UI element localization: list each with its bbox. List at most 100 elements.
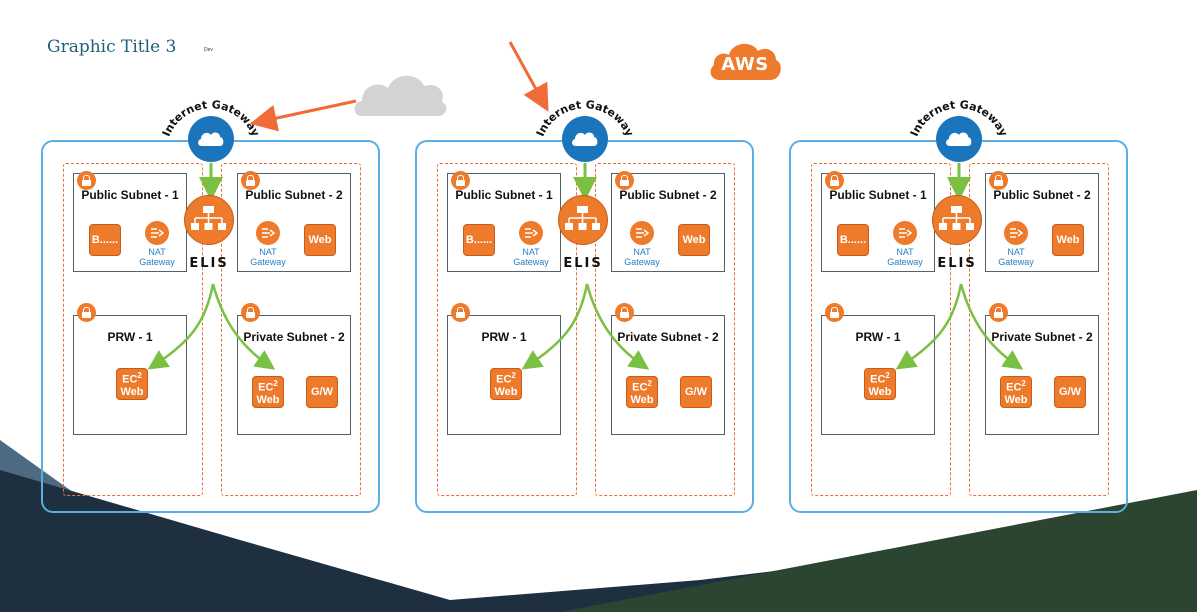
bg-shape-dark-green bbox=[560, 490, 1197, 612]
nat-gateway-icon bbox=[893, 221, 917, 245]
lock-icon bbox=[825, 303, 844, 322]
ec2-label: EC bbox=[870, 373, 886, 386]
web-instance: Web bbox=[678, 224, 710, 256]
nat-gateway-icon bbox=[630, 221, 654, 245]
lock-icon bbox=[77, 303, 96, 322]
nat-gateway-icon bbox=[256, 221, 280, 245]
ec2-label: EC bbox=[1006, 381, 1022, 394]
region-2: Internet Gateway Public Subnet - 1 B....… bbox=[415, 96, 770, 518]
backend-instance: B...... bbox=[837, 224, 869, 256]
region-1: Internet Gateway Public Subnet - 1 B....… bbox=[41, 96, 396, 518]
nat-label: NAT bbox=[1007, 247, 1025, 257]
gateway-label: Gateway bbox=[624, 257, 660, 267]
web-label: Web bbox=[120, 385, 144, 398]
cloud-icon bbox=[946, 132, 972, 146]
nat-gateway-icon bbox=[519, 221, 543, 245]
nat-label: NAT bbox=[522, 247, 540, 257]
lock-icon bbox=[451, 171, 470, 190]
load-balancer-label: ELIS bbox=[937, 256, 977, 271]
subnet-title: Public Subnet - 2 bbox=[245, 188, 343, 202]
internet-gateway-icon bbox=[188, 116, 234, 162]
aws-cloud-logo bbox=[710, 43, 781, 80]
ec2-sup: 2 bbox=[885, 371, 890, 381]
lock-icon bbox=[989, 303, 1008, 322]
ec2-label: EC bbox=[632, 381, 648, 394]
ec2-label: EC bbox=[258, 381, 274, 394]
web-instance: Web bbox=[1052, 224, 1084, 256]
nat-gateway-icon bbox=[145, 221, 169, 245]
web-label: Web bbox=[494, 385, 518, 398]
subnet-title: Private Subnet - 2 bbox=[617, 330, 719, 344]
lock-icon bbox=[77, 171, 96, 190]
ec2-sup: 2 bbox=[647, 379, 652, 389]
ec2-sup: 2 bbox=[511, 371, 516, 381]
nat-label: NAT bbox=[633, 247, 651, 257]
nat-label: NAT bbox=[148, 247, 166, 257]
subnet-title: PRW - 1 bbox=[107, 330, 153, 344]
graphic-title: Graphic Title 3 bbox=[47, 37, 177, 57]
region-3: Internet Gateway Public Subnet - 1 B....… bbox=[789, 96, 1144, 518]
internet-gateway-icon bbox=[936, 116, 982, 162]
gw-instance: G/W bbox=[306, 376, 338, 408]
subnet-title: Public Subnet - 1 bbox=[81, 188, 179, 202]
nat-gateway-icon bbox=[1004, 221, 1028, 245]
graphic-subtitle: Dev bbox=[204, 47, 213, 53]
web-label: Web bbox=[868, 385, 892, 398]
gateway-label: Gateway bbox=[887, 257, 923, 267]
load-balancer-icon bbox=[558, 195, 608, 245]
load-balancer-icon bbox=[184, 195, 234, 245]
gateway-label: Gateway bbox=[513, 257, 549, 267]
load-balancer-label: ELIS bbox=[563, 256, 603, 271]
internet-gateway-icon bbox=[562, 116, 608, 162]
web-label: Web bbox=[1004, 393, 1028, 406]
ec2-label: EC bbox=[496, 373, 512, 386]
gw-instance: G/W bbox=[680, 376, 712, 408]
ec2-sup: 2 bbox=[1021, 379, 1026, 389]
lock-icon bbox=[825, 171, 844, 190]
subnet-title: Private Subnet - 2 bbox=[991, 330, 1093, 344]
load-balancer-icon bbox=[932, 195, 982, 245]
subnet-title: Private Subnet - 2 bbox=[243, 330, 345, 344]
ec2-sup: 2 bbox=[137, 371, 142, 381]
gateway-label: Gateway bbox=[998, 257, 1034, 267]
lock-icon bbox=[615, 303, 634, 322]
web-label: Web bbox=[630, 393, 654, 406]
load-balancer-label: ELIS bbox=[189, 256, 229, 271]
subnet-title: PRW - 1 bbox=[481, 330, 527, 344]
lock-icon bbox=[241, 303, 260, 322]
gateway-label: Gateway bbox=[139, 257, 175, 267]
lock-icon bbox=[241, 171, 260, 190]
ec2-sup: 2 bbox=[273, 379, 278, 389]
subnet-title: PRW - 1 bbox=[855, 330, 901, 344]
ec2-label: EC bbox=[122, 373, 138, 386]
aws-logo-text: AWS bbox=[721, 54, 769, 75]
subnet-title: Public Subnet - 1 bbox=[455, 188, 553, 202]
aws-logo: AWS bbox=[708, 36, 782, 86]
lock-icon bbox=[451, 303, 470, 322]
gateway-label: Gateway bbox=[250, 257, 286, 267]
nat-label: NAT bbox=[896, 247, 914, 257]
gw-instance: G/W bbox=[1054, 376, 1086, 408]
web-instance: Web bbox=[304, 224, 336, 256]
cloud-icon bbox=[572, 132, 598, 146]
